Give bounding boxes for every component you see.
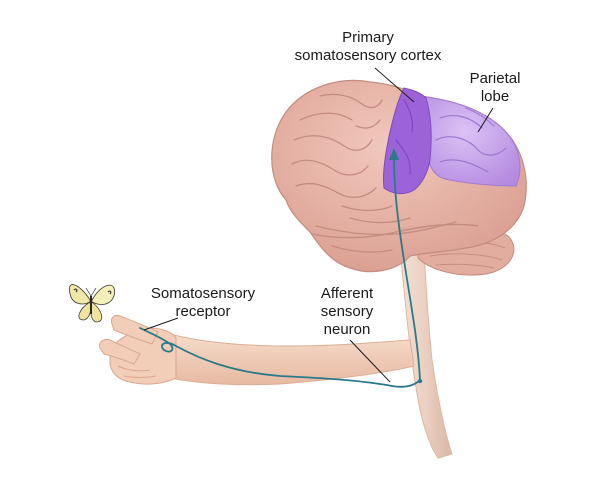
neuron-label-line1: Afferent bbox=[320, 285, 374, 302]
cortex-label-line2: somatosensory cortex bbox=[294, 47, 442, 64]
parietal-leader-line bbox=[477, 107, 494, 133]
somatosensory-receptor-label: Somatosensory receptor bbox=[138, 285, 268, 321]
afferent-sensory-neuron-label: Afferent sensory neuron bbox=[300, 285, 394, 339]
neuron-label-line2: sensory bbox=[320, 303, 374, 320]
parietal-label-line1: Parietal bbox=[469, 70, 521, 87]
butterfly bbox=[68, 284, 116, 323]
cortex-label-line1: Primary bbox=[342, 29, 394, 46]
thumb bbox=[99, 339, 141, 365]
somatosensory-cortex-strip bbox=[383, 87, 432, 195]
neuron-leader-line bbox=[349, 339, 391, 383]
receptor-label-line1: Somatosensory bbox=[150, 285, 256, 302]
afferent-neuron-path bbox=[139, 157, 421, 388]
receptor-label-line2: receptor bbox=[175, 303, 231, 320]
neuron-arrowhead bbox=[389, 148, 399, 160]
receptor-leader-line bbox=[143, 317, 179, 331]
arm bbox=[169, 333, 415, 386]
primary-somatosensory-cortex-label: Primary somatosensory cortex bbox=[282, 29, 454, 65]
brain-folds bbox=[291, 93, 457, 253]
index-finger bbox=[111, 315, 159, 345]
parietal-label-line2: lobe bbox=[480, 88, 510, 105]
cortex-leader-line bbox=[374, 67, 415, 103]
neuron-label-line3: neuron bbox=[323, 321, 371, 338]
parietal-lobe-label: Parietal lobe bbox=[452, 70, 538, 106]
synapse-dot bbox=[417, 378, 423, 384]
